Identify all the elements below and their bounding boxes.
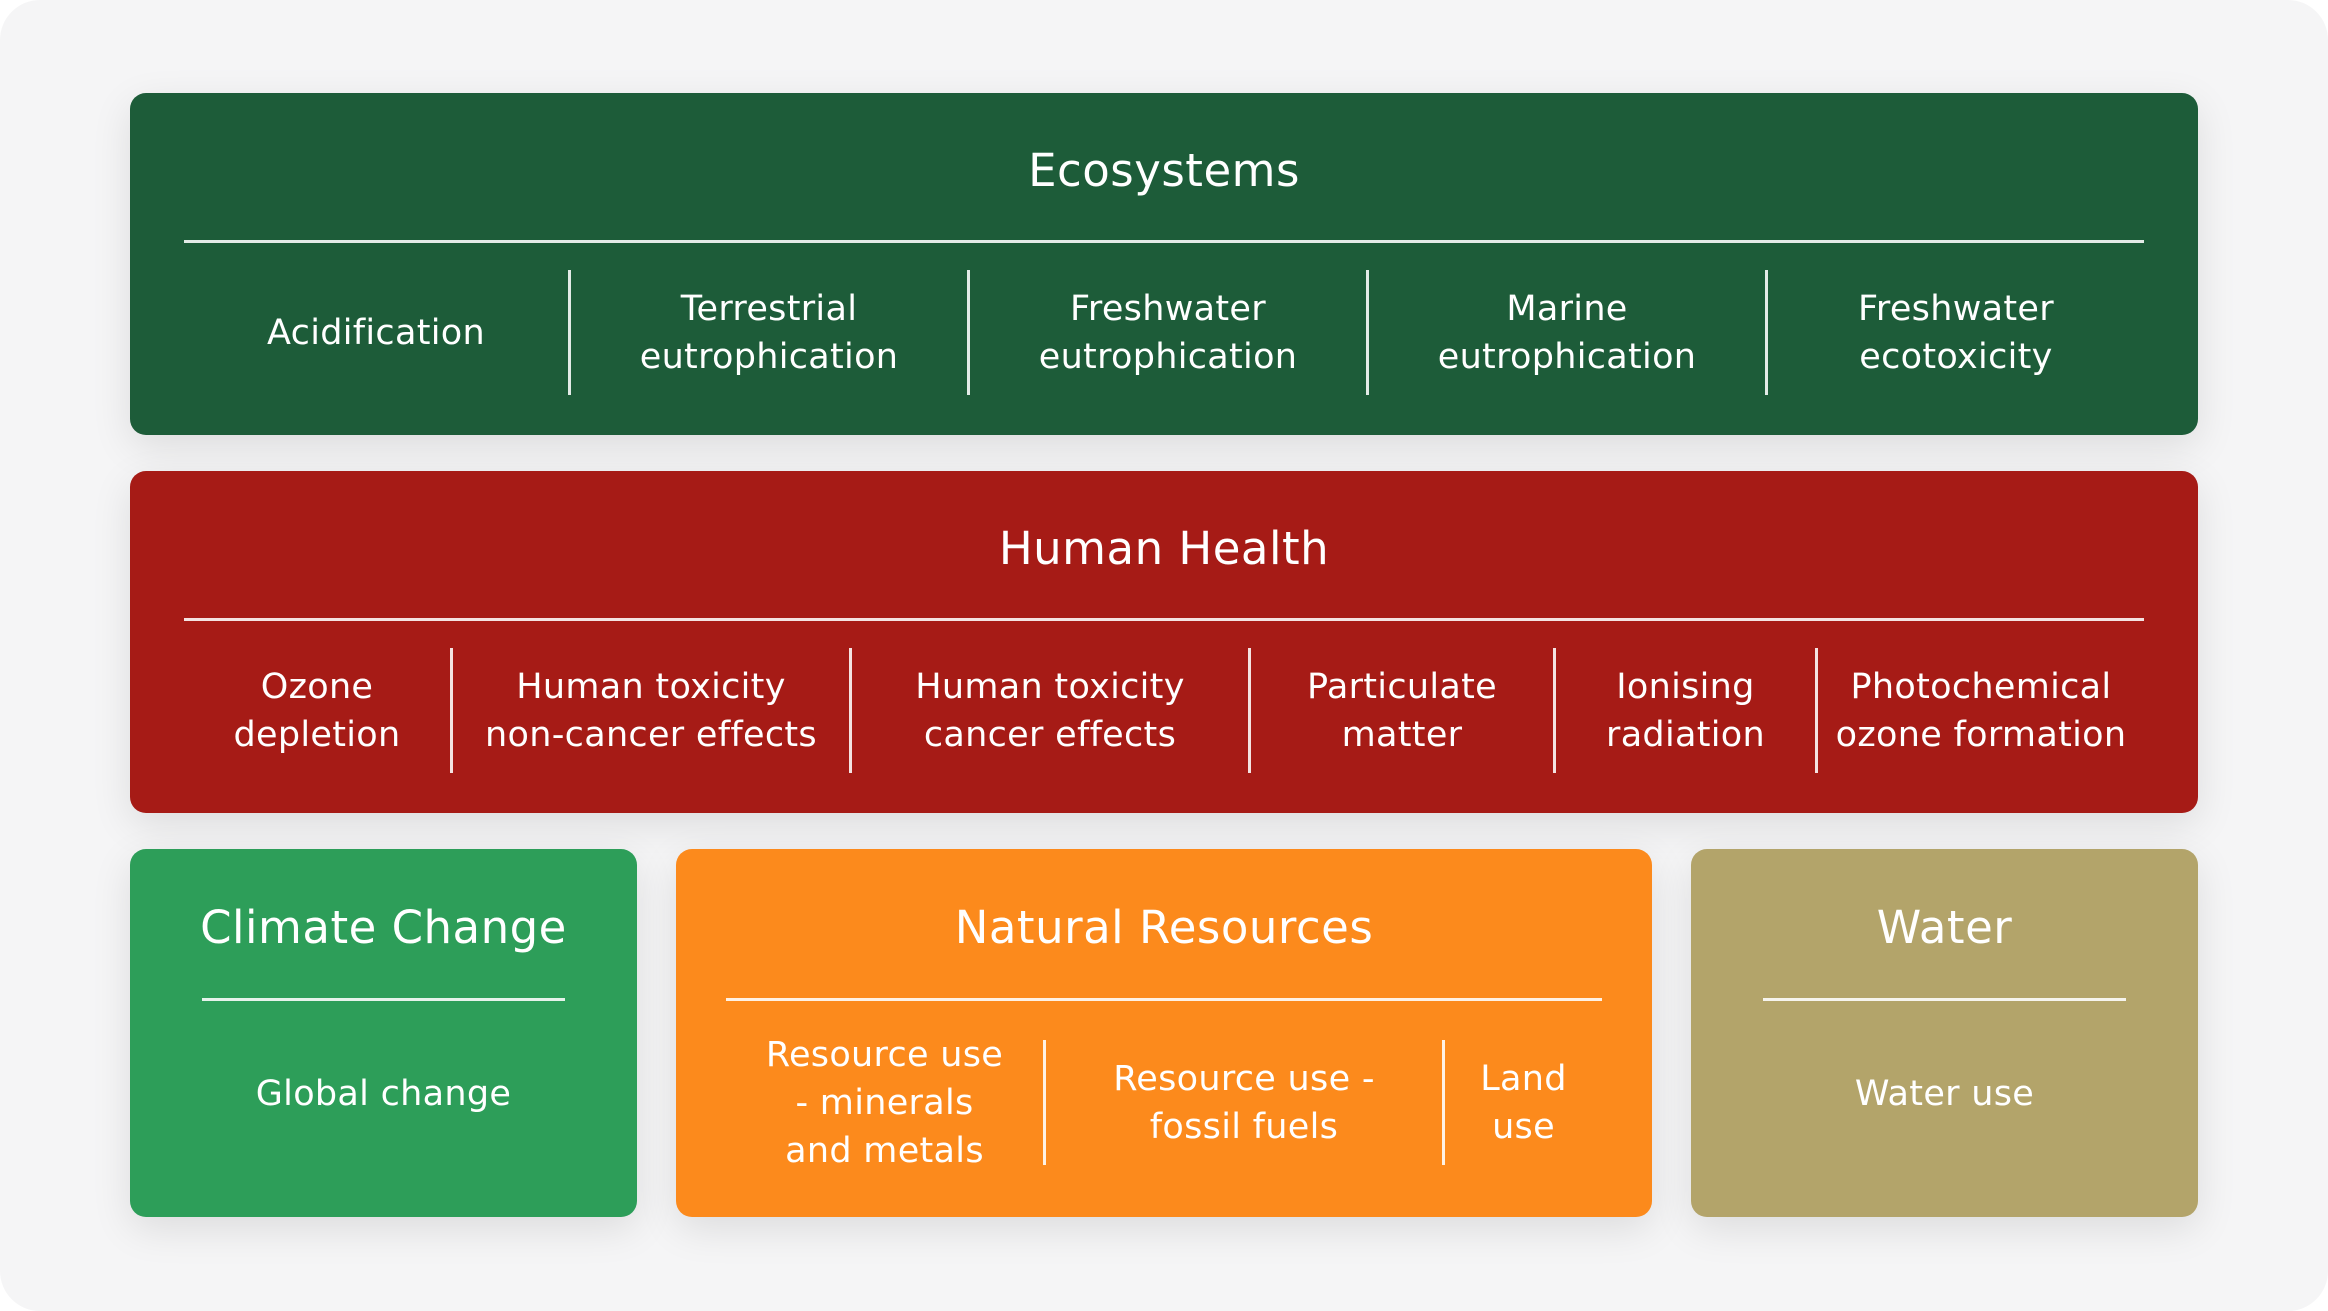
impact-freshwater-ecotoxicity: Freshwater ecotoxicity	[1765, 270, 2144, 395]
impact-freshwater-eutrophication: Freshwater eutrophication	[967, 270, 1366, 395]
impact-global-change: Global change	[255, 1073, 512, 1114]
impact-ionising-radiation: Ionising radiation	[1553, 648, 1815, 773]
water-divider	[1763, 998, 2126, 1001]
impact-human-toxicity-non-cancer: Human toxicity non-cancer effects	[450, 648, 849, 773]
impact-land-use: Land use	[1442, 1040, 1602, 1165]
natural-resources-items: Resource use - minerals and metals Resou…	[726, 1034, 1602, 1171]
ecosystems-title: Ecosystems	[1028, 144, 1300, 197]
natural-resources-title: Natural Resources	[954, 901, 1374, 954]
water-title: Water	[1876, 901, 2013, 954]
water-card: Water Water use	[1691, 849, 2198, 1217]
climate-change-divider	[202, 998, 565, 1001]
human-health-items: Ozone depletion Human toxicity non-cance…	[184, 648, 2144, 773]
ecosystems-items: Acidification Terrestrial eutrophication…	[184, 270, 2144, 395]
water-items: Water use	[1691, 1031, 2198, 1156]
impact-marine-eutrophication: Marine eutrophication	[1366, 270, 1765, 395]
natural-resources-card: Natural Resources Resource use - mineral…	[676, 849, 1652, 1217]
climate-change-items: Global change	[130, 1031, 637, 1156]
ecosystems-card: Ecosystems Acidification Terrestrial eut…	[130, 93, 2198, 435]
impact-resource-use-minerals-metals: Resource use - minerals and metals	[765, 1034, 1004, 1171]
human-health-card: Human Health Ozone depletion Human toxic…	[130, 471, 2198, 813]
natural-resources-divider	[726, 998, 1602, 1001]
human-health-divider	[184, 618, 2144, 621]
ecosystems-divider	[184, 240, 2144, 243]
impact-particulate-matter: Particulate matter	[1248, 648, 1553, 773]
impact-human-toxicity-cancer: Human toxicity cancer effects	[849, 648, 1248, 773]
climate-change-title: Climate Change	[200, 901, 567, 954]
impact-water-use: Water use	[1854, 1073, 2035, 1114]
impact-ozone-depletion: Ozone depletion	[233, 666, 401, 755]
impact-acidification: Acidification	[267, 312, 485, 353]
human-health-title: Human Health	[998, 522, 1330, 575]
impact-terrestrial-eutrophication: Terrestrial eutrophication	[568, 270, 967, 395]
climate-change-card: Climate Change Global change	[130, 849, 637, 1217]
impact-resource-use-fossil-fuels: Resource use - fossil fuels	[1043, 1040, 1442, 1165]
impact-photochemical-ozone-formation: Photochemical ozone formation	[1815, 648, 2144, 773]
